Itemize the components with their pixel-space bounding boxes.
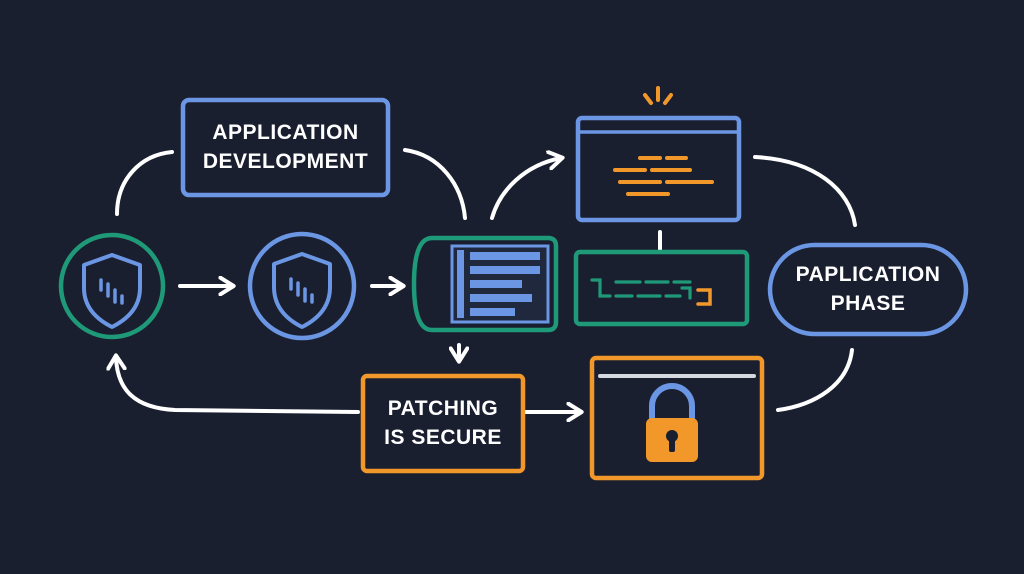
lock-window-node	[589, 355, 765, 481]
connector-loop-back	[116, 357, 360, 414]
code-window-icon	[613, 156, 714, 196]
shield-node-green	[58, 232, 166, 340]
shield-node-blue	[247, 231, 357, 341]
phase-pill	[767, 242, 969, 337]
padlock-icon	[646, 383, 698, 462]
phase-label-line2: PHASE	[830, 291, 906, 315]
app-dev-label-line2: DEVELOPMENT	[202, 149, 369, 173]
app-dev-label: APPLICATION DEVELOPMENT	[183, 100, 388, 195]
phase-label-line1: PAPLICATION	[795, 263, 941, 287]
shield-icon	[82, 253, 142, 329]
connector-codewindow-to-phase	[753, 155, 857, 227]
code-window-node	[575, 115, 742, 223]
patching-label-line1: PATCHING	[387, 397, 499, 421]
connector-phase-to-lock	[776, 348, 854, 412]
phase-label: PAPLICATION PHASE	[770, 245, 966, 334]
app-dev-label-line1: APPLICATION	[212, 121, 359, 145]
server-list-icon	[450, 244, 550, 324]
patching-label: PATCHING IS SECURE	[363, 376, 523, 471]
spark-icon	[643, 86, 673, 105]
connector-server-to-codewindow	[490, 158, 561, 220]
terminal-icon	[590, 278, 692, 300]
connector-shield-to-appdev	[115, 150, 174, 216]
terminal-node	[573, 249, 750, 327]
patching-label-line2: IS SECURE	[384, 425, 502, 449]
connector-appdev-to-server	[403, 148, 467, 220]
patching-box	[360, 373, 526, 474]
server-tag-node	[411, 235, 559, 333]
app-dev-box	[180, 97, 391, 198]
shield-icon	[272, 252, 332, 329]
